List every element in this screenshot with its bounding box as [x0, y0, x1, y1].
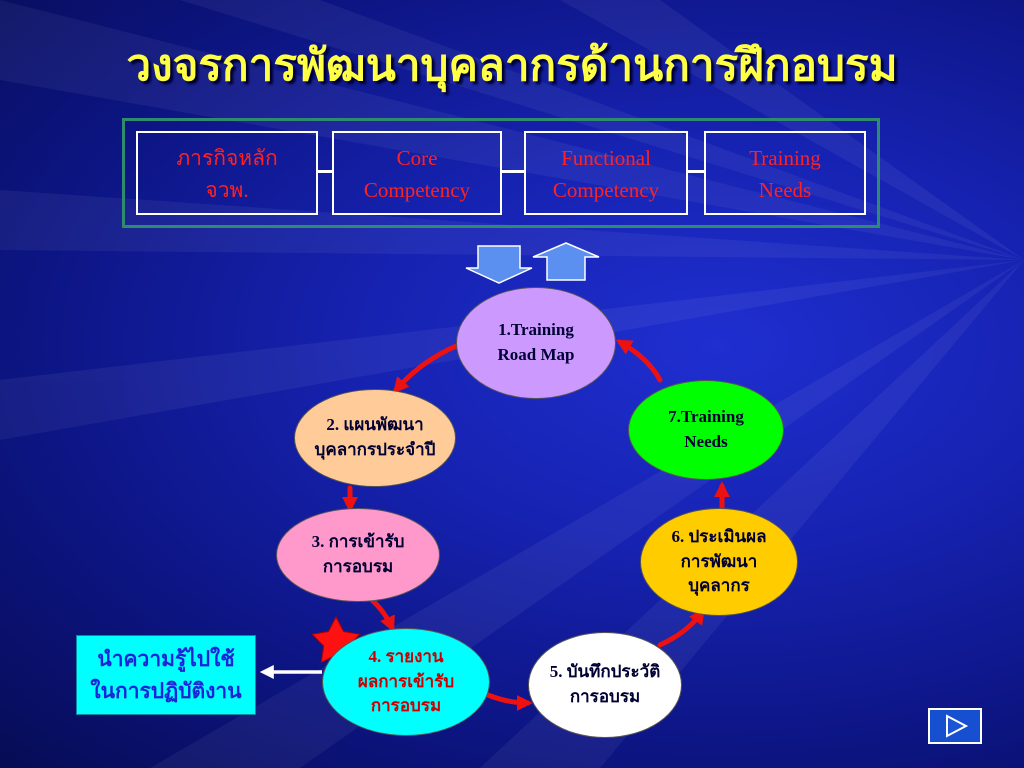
cycle-node-evaluate: 6. ประเมินผล การพัฒนา บุคลากร — [640, 508, 798, 616]
box-functional-competency: Functional Competency — [524, 131, 688, 215]
apply-box-line1: นำความรู้ไปใช้ — [97, 647, 235, 671]
cycle-node-training-road-map: 1.Training Road Map — [456, 287, 616, 399]
node-4-line1: 4. รายงาน — [368, 647, 444, 667]
cycle-arrow-4-5 — [485, 692, 533, 711]
box-training-needs-line1: Training — [749, 146, 821, 170]
node-1-line2: Road Map — [497, 345, 575, 364]
connector-1 — [318, 170, 332, 173]
node-4-line3: การอบรม — [370, 696, 442, 716]
node-3-line1: 3. การเข้ารับ — [311, 532, 405, 552]
cycle-arrow-1-2 — [392, 343, 459, 394]
apply-knowledge-box: นำความรู้ไปใช้ ในการปฏิบัติงาน — [76, 635, 256, 715]
page-title: วงจรการพัฒนาบุคลากรด้านการฝึกอบรม — [126, 41, 898, 90]
competency-frame — [122, 118, 880, 228]
down-arrow-icon — [465, 245, 533, 284]
box-training-needs: Training Needs — [704, 131, 866, 215]
box-main-mission-line2: จวพ. — [205, 177, 249, 202]
node-1-line1: 1.Training — [498, 320, 574, 340]
cycle-arrow-3-4 — [369, 597, 395, 633]
node-5-line2: การอบรม — [569, 687, 641, 706]
node-2-line2: บุคลากรประจำปี — [314, 440, 436, 459]
box-main-mission: ภารกิจหลัก จวพ. — [136, 131, 318, 215]
box-functional-competency-line2: Competency — [552, 177, 660, 202]
node-3-line2: การอบรม — [322, 557, 394, 576]
up-arrow-icon — [532, 242, 600, 281]
box-main-mission-line1: ภารกิจหลัก — [176, 146, 278, 170]
cycle-node-annual-plan: 2. แผนพัฒนา บุคลากรประจำปี — [294, 389, 456, 487]
node-7-line2: Needs — [684, 432, 728, 451]
cycle-arrow-5-6 — [657, 608, 705, 648]
node-7-line1: 7.Training — [668, 407, 744, 427]
connector-3 — [688, 170, 704, 173]
node-6-line1: 6. ประเมินผล — [671, 527, 767, 547]
cycle-node-record-history: 5. บันทึกประวัติ การอบรม — [528, 632, 682, 738]
node-6-line2: การพัฒนา — [680, 551, 758, 571]
next-slide-button[interactable] — [928, 708, 982, 744]
node-2-line1: 2. แผนพัฒนา — [326, 415, 424, 435]
box-core-competency: Core Competency — [332, 131, 502, 215]
cycle-arrow-7-1 — [615, 339, 663, 383]
node-4-line2: ผลการเข้ารับ — [357, 671, 455, 691]
connector-2 — [502, 170, 524, 173]
apply-box-line2: ในการปฏิบัติงาน — [90, 678, 242, 703]
cycle-node-attend-training: 3. การเข้ารับ การอบรม — [276, 508, 440, 602]
box-functional-competency-line1: Functional — [561, 146, 651, 170]
box-training-needs-line2: Needs — [758, 177, 812, 202]
node-6-line3: บุคลากร — [688, 576, 750, 596]
node-5-line1: 5. บันทึกประวัติ — [549, 662, 661, 682]
box-core-competency-line2: Competency — [363, 177, 471, 202]
cycle-node-report-results: 4. รายงาน ผลการเข้ารับ การอบรม — [322, 628, 490, 736]
box-core-competency-line1: Core — [396, 146, 438, 170]
play-next-icon — [946, 714, 969, 738]
cycle-node-training-needs: 7.Training Needs — [628, 380, 784, 480]
